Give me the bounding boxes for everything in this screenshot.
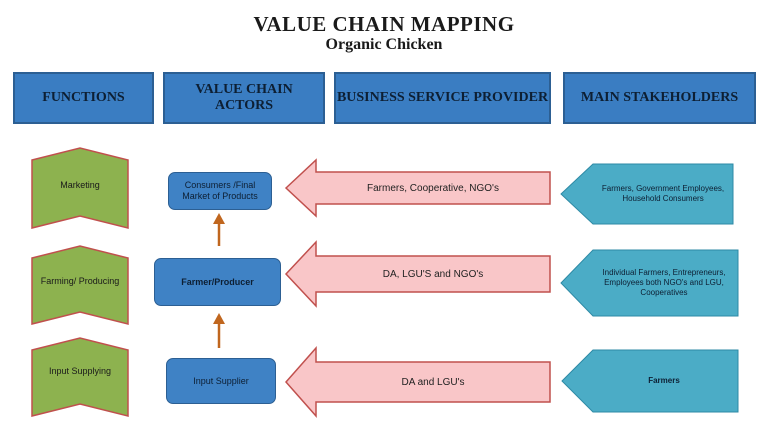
provider-arrow-3 bbox=[284, 346, 551, 418]
provider-label-2: DA, LGU'S and NGO's bbox=[382, 268, 484, 280]
up-arrow-2 bbox=[213, 313, 225, 348]
function-chevron-farming bbox=[31, 245, 129, 325]
actor-box-consumers: Consumers /Final Market of Products bbox=[168, 172, 272, 210]
function-label-farming: Farming/ Producing bbox=[40, 275, 120, 286]
function-chevron-input bbox=[31, 337, 129, 417]
diagram-subtitle: Organic Chicken bbox=[325, 36, 443, 53]
stakeholder-label-3: Farmers bbox=[648, 376, 680, 385]
header-main-stakeholders: MAIN STAKEHOLDERS bbox=[563, 72, 756, 124]
provider-arrow-2 bbox=[284, 240, 551, 308]
stakeholder-label-1: Farmers, Government Employees, Household… bbox=[601, 184, 725, 203]
provider-label-1: Farmers, Cooperative, NGO's bbox=[367, 182, 499, 194]
stakeholder-shape-2 bbox=[560, 249, 739, 317]
stakeholder-shape-1 bbox=[560, 163, 734, 225]
provider-arrow-1 bbox=[284, 158, 551, 218]
stakeholder-label-2: Individual Farmers, Entrepreneurs, Emplo… bbox=[602, 268, 726, 297]
function-chevron-marketing bbox=[31, 147, 129, 229]
up-arrow-1 bbox=[213, 213, 225, 246]
stakeholder-shape-3 bbox=[561, 349, 739, 413]
function-label-marketing: Marketing bbox=[60, 179, 100, 190]
actor-box-input-supplier: Input Supplier bbox=[166, 358, 276, 404]
header-business-service-provider: BUSINESS SERVICE PROVIDER bbox=[334, 72, 551, 124]
diagram-title: VALUE CHAIN MAPPING bbox=[253, 12, 515, 36]
provider-label-3: DA and LGU's bbox=[401, 376, 465, 388]
header-value-chain-actors: VALUE CHAIN ACTORS bbox=[163, 72, 325, 124]
header-functions: FUNCTIONS bbox=[13, 72, 154, 124]
function-label-input: Input Supplying bbox=[48, 365, 112, 376]
actor-box-farmer-producer: Farmer/Producer bbox=[154, 258, 281, 306]
